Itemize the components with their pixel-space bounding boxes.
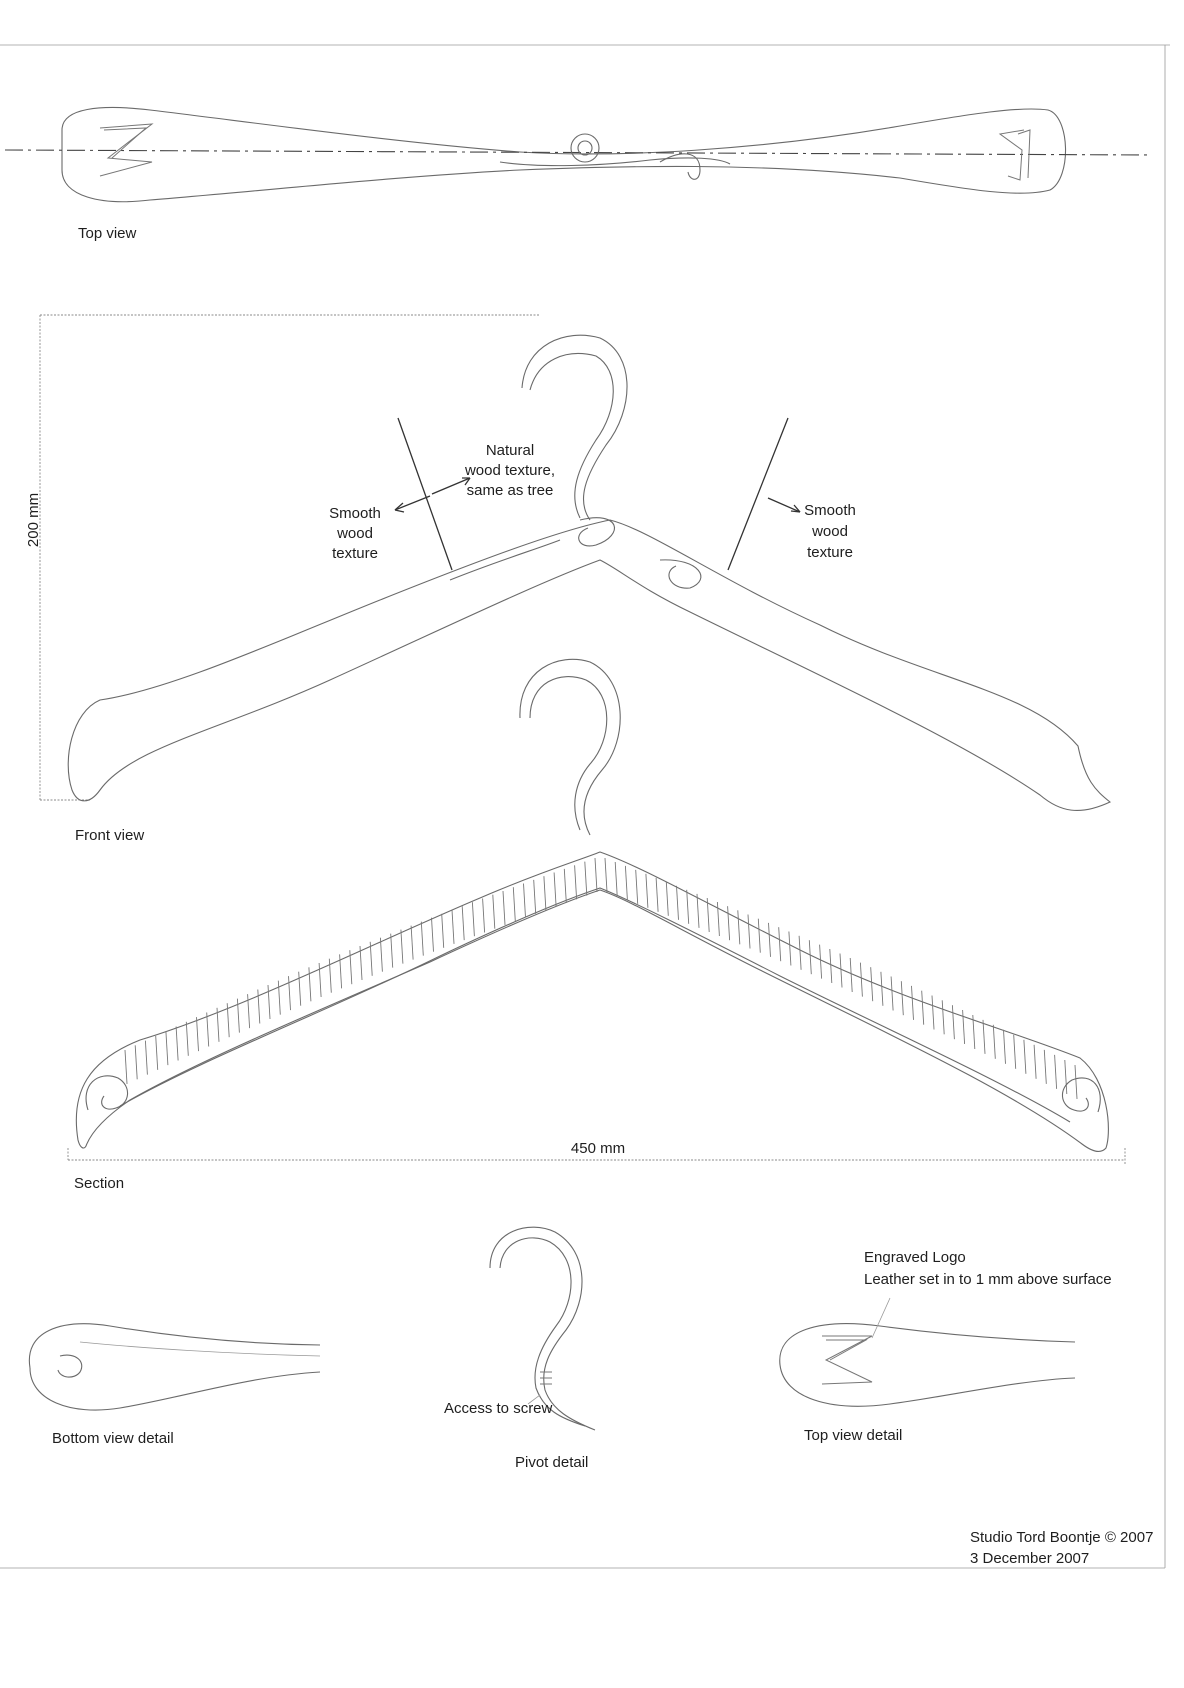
top-view-label: Top view: [78, 225, 137, 242]
top-view-drawing: [4, 106, 1151, 203]
smooth-right-line-2: wood: [811, 523, 848, 540]
bottom-view-detail-label: Bottom view detail: [52, 1430, 174, 1447]
smooth-left-line-3: texture: [332, 545, 378, 562]
engraved-logo-label: Engraved Logo: [864, 1249, 966, 1266]
pivot-detail-label: Pivot detail: [515, 1454, 588, 1471]
front-view-label: Front view: [75, 827, 144, 844]
smooth-left-line-1: Smooth: [329, 505, 381, 522]
section-drawing: [67, 658, 1126, 1165]
access-to-screw-label: Access to screw: [444, 1400, 553, 1417]
natural-wood-annotation: Natural wood texture, same as tree: [464, 442, 555, 499]
front-view-drawing: [39, 314, 1112, 811]
leather-note-label: Leather set in to 1 mm above surface: [864, 1271, 1112, 1288]
natural-wood-line-2: wood texture,: [464, 462, 555, 479]
bottom-view-detail-drawing: [28, 1323, 321, 1411]
smooth-right-line-1: Smooth: [804, 502, 856, 519]
smooth-right-line-3: texture: [807, 544, 853, 561]
section-label: Section: [74, 1175, 124, 1192]
pivot-detail-drawing: [489, 1226, 596, 1431]
height-dimension-label: 200 mm: [25, 493, 42, 547]
natural-wood-line-3: same as tree: [467, 482, 554, 499]
studio-credit: Studio Tord Boontje © 2007: [970, 1529, 1153, 1546]
width-dimension-label: 450 mm: [571, 1140, 625, 1157]
sheet-border: [0, 44, 1170, 1569]
smooth-left-line-2: wood: [336, 525, 373, 542]
smooth-wood-right-annotation: Smooth wood texture: [804, 502, 856, 561]
top-view-detail-drawing: [779, 1297, 1076, 1407]
smooth-wood-left-annotation: Smooth wood texture: [329, 505, 381, 562]
top-view-detail-label: Top view detail: [804, 1427, 902, 1444]
drawing-date: 3 December 2007: [970, 1550, 1089, 1567]
natural-wood-line-1: Natural: [486, 442, 534, 459]
